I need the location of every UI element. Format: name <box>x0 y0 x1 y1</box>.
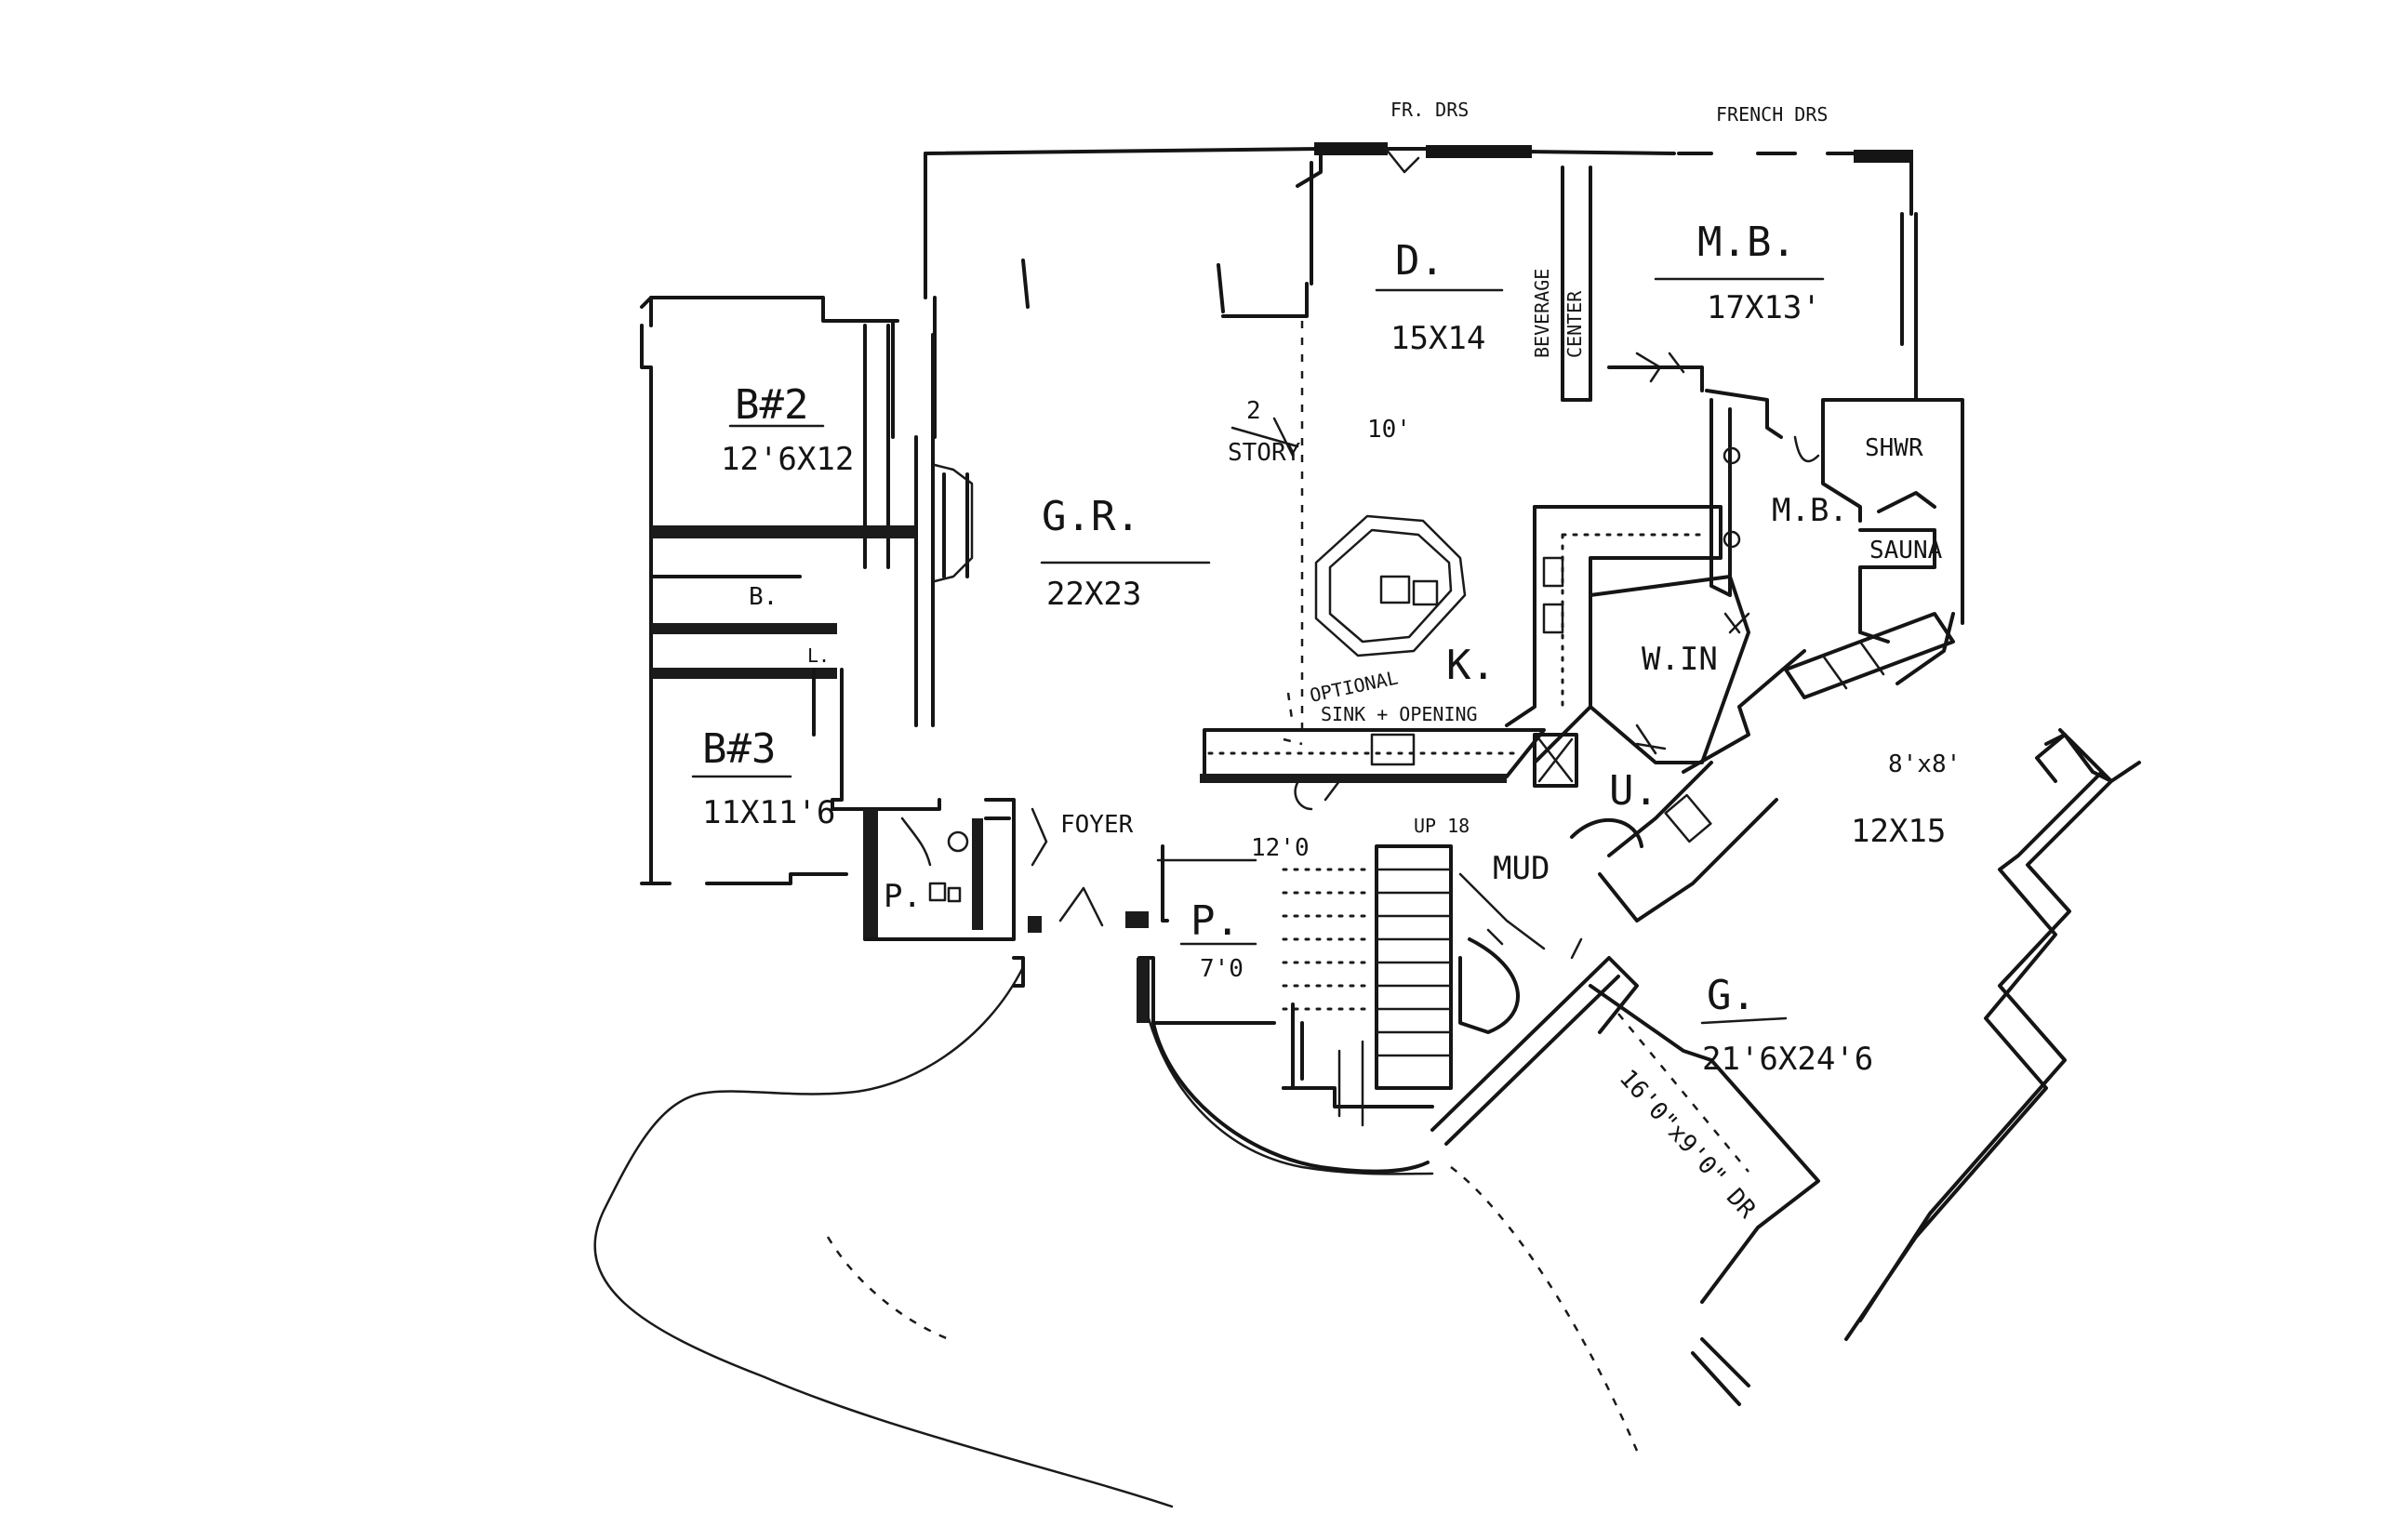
label-kitchen: K. <box>1446 642 1496 689</box>
label-garage: G. <box>1707 972 1756 1019</box>
room-labels: FR. DRS FRENCH DRS D. 15X14 BEVERAGE CEN… <box>691 99 1961 1225</box>
label-center: CENTER <box>1563 290 1586 358</box>
label-up: UP 18 <box>1414 815 1470 837</box>
label-porch-dim: 7'0 <box>1200 955 1244 983</box>
garage <box>1430 612 2141 1406</box>
label-bed3: B#3 <box>702 725 776 773</box>
exterior-walls <box>640 142 1918 885</box>
label-garage-dim: 21'6X24'6 <box>1702 1041 1873 1078</box>
label-master-bed-dim: 17X13' <box>1707 289 1821 326</box>
label-shop-dim: 12X15 <box>1851 813 1946 850</box>
driveway-curves <box>593 965 1639 1508</box>
label-story: STORY <box>1228 439 1301 467</box>
label-beverage: BEVERAGE <box>1531 269 1553 358</box>
label-optional: OPTIONAL <box>1308 666 1400 707</box>
walkin-utility <box>1533 575 1955 923</box>
label-bath: B. <box>749 583 778 611</box>
label-french-drs: FRENCH DRS <box>1716 103 1828 126</box>
label-fr-drs: FR. DRS <box>1390 99 1469 121</box>
label-bed2: B#2 <box>735 381 808 429</box>
kitchen-layout <box>1200 505 1723 811</box>
label-foyer: FOYER <box>1060 811 1134 839</box>
label-bed3-dim: 11X11'6 <box>702 794 835 831</box>
label-walk-in: W.IN <box>1642 641 1718 678</box>
label-porch: P. <box>1190 897 1240 945</box>
label-dining-dim: 15X14 <box>1390 320 1485 357</box>
label-great-room-dim: 22X23 <box>1046 576 1141 613</box>
label-garage-door: 16'0"x9'0" DR <box>1614 1065 1762 1225</box>
master-suite <box>1607 365 1964 644</box>
foyer-stairs <box>863 798 1583 1174</box>
label-sauna: SAUNA <box>1869 537 1943 564</box>
label-sink-opening: SINK + OPENING <box>1321 703 1478 725</box>
label-twelve: 12'0 <box>1251 834 1310 862</box>
label-powder: P. <box>884 878 922 915</box>
great-room-details <box>933 321 1304 735</box>
label-ten: 10' <box>1367 416 1411 444</box>
label-shop-a: 8'x8' <box>1888 750 1961 778</box>
label-master-bath: M.B. <box>1772 492 1848 529</box>
label-linen: L. <box>807 644 830 667</box>
label-bed2-dim: 12'6X12 <box>721 441 854 478</box>
label-dining: D. <box>1395 237 1444 285</box>
label-master-bed: M.B. <box>1697 219 1796 266</box>
label-shwr: SHWR <box>1865 434 1923 462</box>
label-two: 2 <box>1246 397 1261 425</box>
label-mud: MUD <box>1493 850 1550 887</box>
label-utility: U. <box>1609 767 1658 815</box>
label-great-room: G.R. <box>1042 493 1140 540</box>
